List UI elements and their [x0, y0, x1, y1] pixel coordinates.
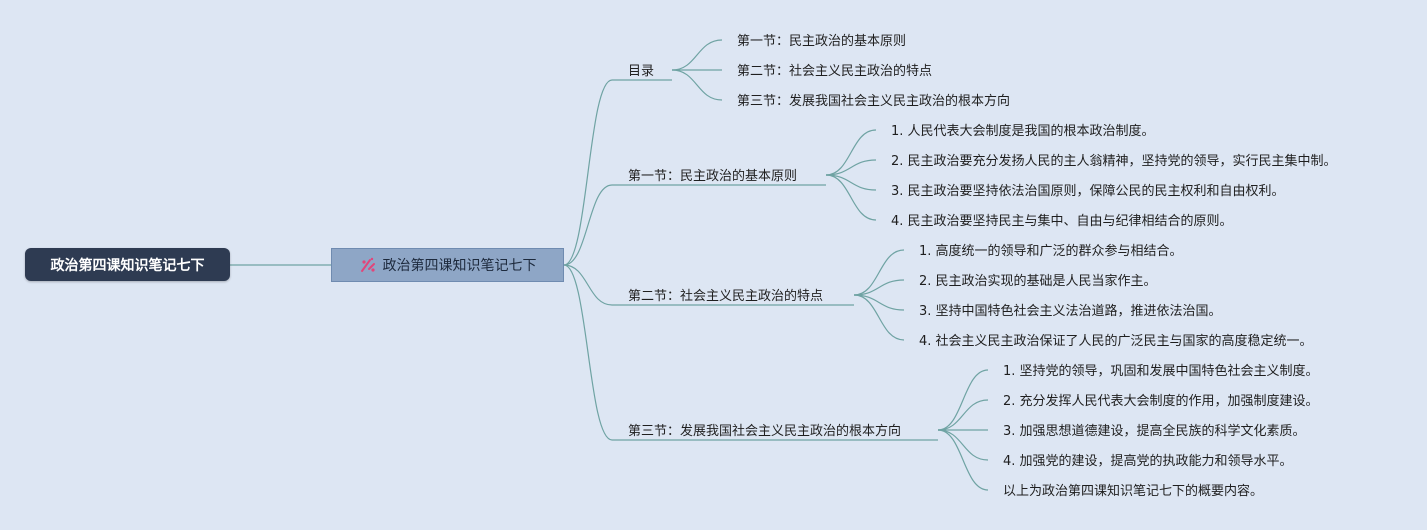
leaf-item[interactable]: 第一节：民主政治的基本原则	[737, 34, 907, 49]
leaf-connector	[937, 399, 989, 431]
leaf-connector	[937, 429, 989, 461]
leaf-item[interactable]: 4. 加强党的建设，提高党的执政能力和领导水平。	[1003, 454, 1293, 469]
leaf-connector	[853, 294, 905, 341]
branch-connector	[563, 79, 613, 266]
branch-section-3[interactable]: 第三节：发展我国社会主义民主政治的根本方向	[628, 424, 902, 439]
leaf-item[interactable]: 4. 社会主义民主政治保证了人民的广泛民主与国家的高度稳定统一。	[919, 334, 1313, 349]
leaf-connector	[853, 279, 905, 296]
branch-connector	[563, 264, 613, 441]
root-label: 政治第四课知识笔记七下	[50, 257, 205, 274]
sparkle-icon	[360, 257, 375, 272]
branch-section-1[interactable]: 第一节：民主政治的基本原则	[628, 169, 798, 184]
leaf-item[interactable]: 第二节：社会主义民主政治的特点	[737, 64, 933, 79]
leaf-item[interactable]: 3. 民主政治要坚持依法治国原则，保障公民的民主权利和自由权利。	[891, 184, 1285, 199]
leaf-connector	[937, 429, 989, 491]
leaf-item[interactable]: 4. 民主政治要坚持民主与集中、自由与纪律相结合的原则。	[891, 214, 1233, 229]
leaf-item[interactable]: 2. 充分发挥人民代表大会制度的作用，加强制度建设。	[1003, 394, 1319, 409]
leaf-item[interactable]: 第三节：发展我国社会主义民主政治的根本方向	[737, 94, 1011, 109]
central-topic-label: 政治第四课知识笔记七下	[382, 258, 537, 274]
leaf-item[interactable]: 3. 加强思想道德建设，提高全民族的科学文化素质。	[1003, 424, 1306, 439]
leaf-connector	[825, 129, 877, 176]
leaf-connector	[853, 249, 905, 296]
leaf-connector	[825, 159, 877, 176]
central-topic[interactable]: 政治第四课知识笔记七下	[331, 248, 564, 282]
leaf-connector	[825, 174, 877, 221]
leaf-connector	[671, 69, 723, 101]
branch-toc[interactable]: 目录	[628, 64, 655, 79]
leaf-item[interactable]: 1. 高度统一的领导和广泛的群众参与相结合。	[919, 244, 1183, 259]
leaf-item[interactable]: 以上为政治第四课知识笔记七下的概要内容。	[1003, 484, 1264, 499]
branch-connector	[563, 264, 613, 306]
leaf-item[interactable]: 3. 坚持中国特色社会主义法治道路，推进依法治国。	[919, 304, 1222, 319]
leaf-item[interactable]: 1. 坚持党的领导，巩固和发展中国特色社会主义制度。	[1003, 364, 1319, 379]
leaf-connector	[853, 294, 905, 311]
root-node[interactable]: 政治第四课知识笔记七下	[25, 248, 230, 281]
leaf-item[interactable]: 2. 民主政治要充分发扬人民的主人翁精神，坚持党的领导，实行民主集中制。	[891, 154, 1337, 169]
leaf-connector	[825, 174, 877, 191]
leaf-connector	[937, 369, 989, 431]
leaf-item[interactable]: 2. 民主政治实现的基础是人民当家作主。	[919, 274, 1157, 289]
leaf-item[interactable]: 1. 人民代表大会制度是我国的根本政治制度。	[891, 124, 1155, 139]
branch-connector	[563, 184, 613, 266]
branch-section-2[interactable]: 第二节：社会主义民主政治的特点	[628, 289, 824, 304]
leaf-connector	[671, 39, 723, 71]
